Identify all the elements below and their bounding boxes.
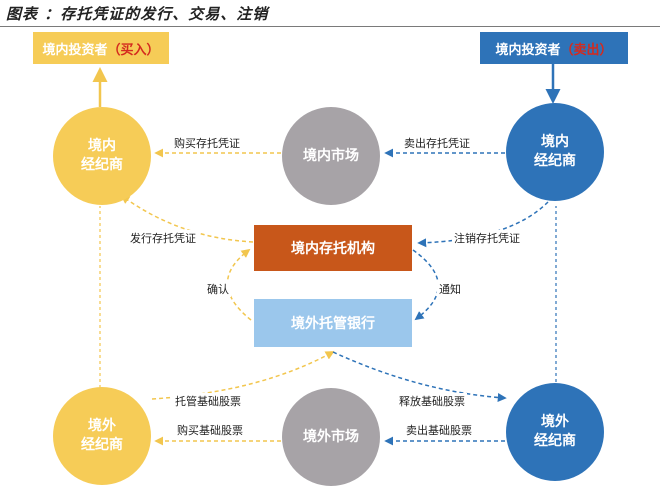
foreign-broker-left-line1: 境外 (88, 418, 116, 434)
domestic-depositary: 境内存托机构 (254, 225, 412, 271)
foreign-broker-left: 境外 经纪商 (53, 387, 151, 485)
foreign-market: 境外市场 (282, 388, 380, 486)
label-buy-dr: 购买存托凭证 (172, 135, 242, 151)
broker-left-line2: 经纪商 (81, 157, 123, 173)
label-release-shares: 释放基础股票 (397, 393, 467, 409)
custodian-label: 境外托管银行 (291, 316, 375, 332)
broker-right-line2: 经纪商 (534, 153, 576, 169)
foreign-broker-left-line2: 经纪商 (81, 437, 123, 453)
depositary-label: 境内存托机构 (291, 241, 375, 257)
label-sell-dr: 卖出存托凭证 (402, 135, 472, 151)
label-notify: 通知 (437, 281, 463, 297)
foreign-broker-right-line1: 境外 (541, 414, 569, 430)
arrow-left-foreign-broker-to-custodian (151, 351, 335, 400)
arrow-confirm (226, 248, 252, 321)
title-bar: 图表 ：存托凭证的发行、交易、注销 (0, 0, 660, 27)
investor-buy-highlight: （买入） (107, 42, 160, 58)
investor-sell-label: 境内投资者 (495, 42, 561, 58)
foreign-market-label: 境外市场 (303, 428, 359, 445)
domestic-market-label: 境内市场 (303, 147, 359, 164)
domestic-broker-left: 境内 经纪商 (53, 107, 151, 205)
domestic-market: 境内市场 (282, 107, 380, 205)
label-confirm: 确认 (205, 281, 231, 297)
title-underline (0, 26, 660, 27)
foreign-broker-right: 境外 经纪商 (506, 383, 604, 481)
label-buy-shares: 购买基础股票 (175, 422, 245, 438)
label-cancel-dr: 注销存托凭证 (452, 230, 522, 246)
broker-right-line1: 境内 (541, 134, 569, 150)
arrow-custodian-to-right-foreign-broker (332, 351, 507, 402)
investor-sell-highlight: （卖出） (560, 42, 613, 58)
arrow-depositary-to-left-broker (120, 194, 254, 243)
label-issue-dr: 发行存托凭证 (128, 230, 198, 246)
domestic-broker-right: 境内 经纪商 (506, 103, 604, 201)
label-sell-shares: 卖出基础股票 (404, 422, 474, 438)
domestic-investor-sell: 境内投资者（卖出） (480, 32, 628, 64)
investor-buy-label: 境内投资者 (42, 42, 108, 58)
broker-left-line1: 境内 (88, 138, 116, 154)
foreign-custodian-bank: 境外托管银行 (254, 299, 412, 347)
domestic-investor-buy: 境内投资者（买入） (33, 32, 169, 64)
arrow-notify (412, 249, 439, 321)
foreign-broker-right-line2: 经纪商 (534, 433, 576, 449)
figure-title: 图表 ：存托凭证的发行、交易、注销 (6, 5, 269, 23)
label-custody-shares: 托管基础股票 (173, 393, 243, 409)
